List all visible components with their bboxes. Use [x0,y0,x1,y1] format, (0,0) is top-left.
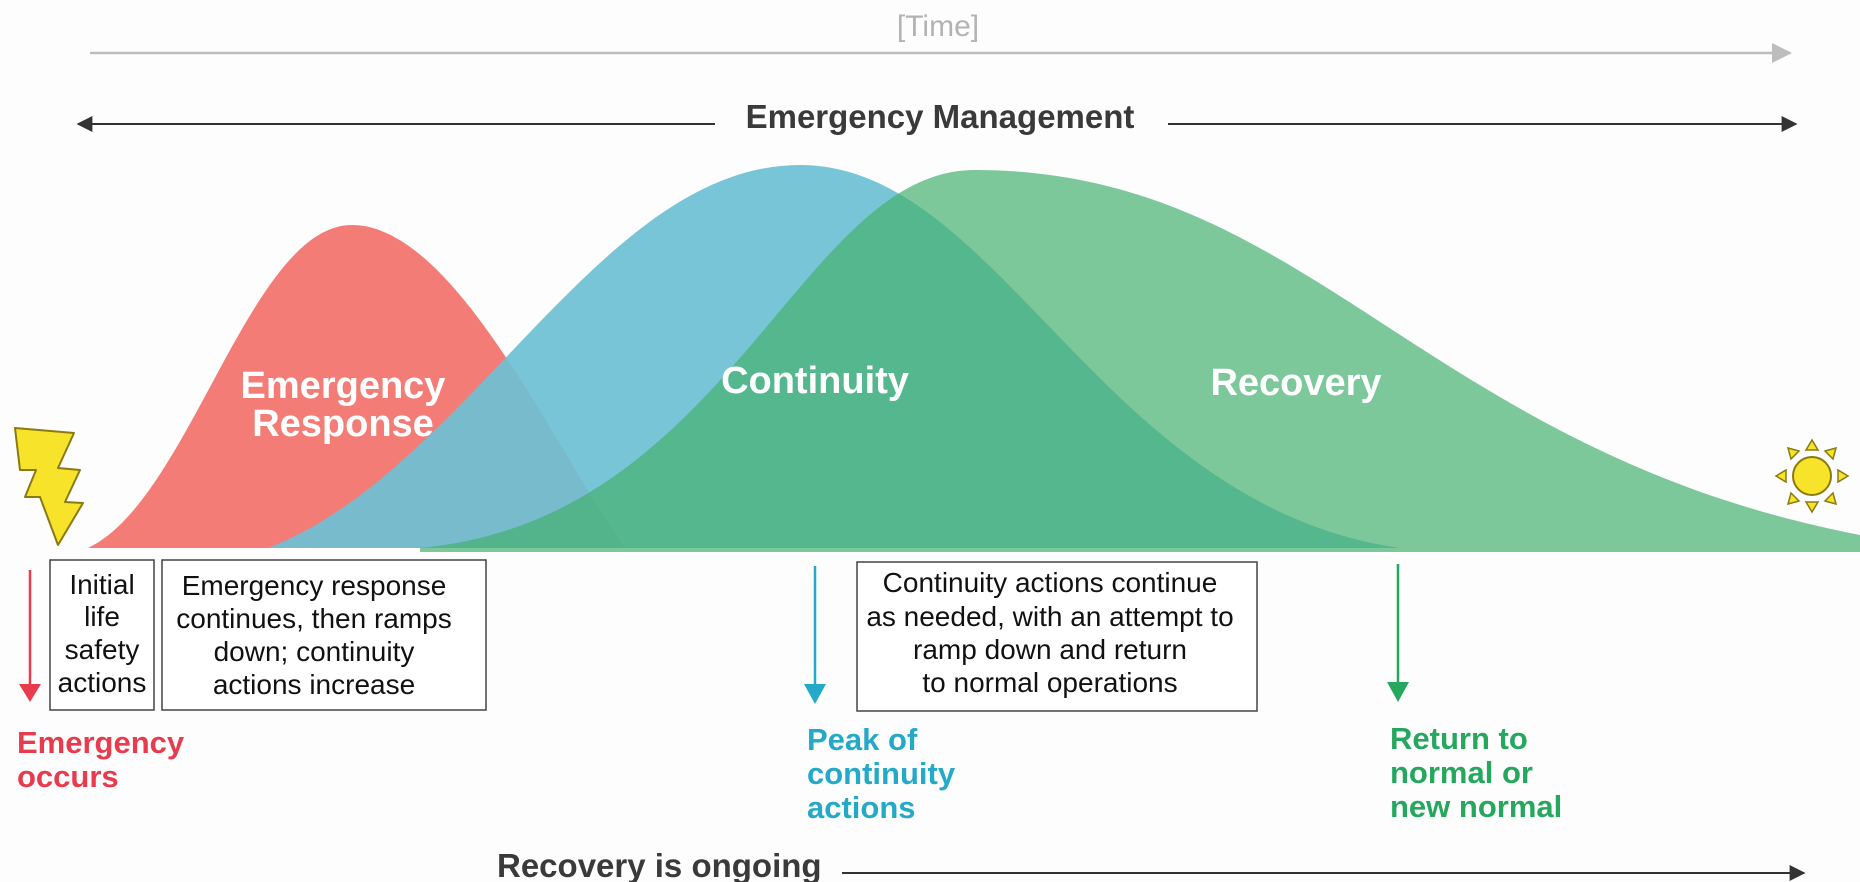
note-box-initial [49,559,155,711]
phase-label-emergency-response-1: Emergency [241,365,446,407]
milestone-peak-line-1: Peak of [807,722,918,757]
phase-label-emergency-response-2: Response [252,403,434,445]
management-label: Emergency Management [746,98,1135,135]
milestone-return-line-3: new normal [1390,789,1562,824]
milestone-return-line-2: normal or [1390,755,1533,790]
milestone-peak-line-3: actions [807,790,916,825]
lightning-bolt-icon [14,427,84,546]
note-initial-line-2: life [84,601,120,632]
note-initial-line-4: actions [58,667,147,698]
recovery-curve [420,170,1860,552]
emergency-occurs-arrow [19,570,41,702]
milestone-peak-line-2: continuity [807,756,956,791]
note-initial-line-1: Initial [69,569,134,600]
note-response-line-3: down; continuity [214,636,415,667]
note-continuity-line-2: as needed, with an attempt to [866,601,1233,632]
note-continuity-line-4: to normal operations [922,667,1177,698]
time-label: [Time] [897,10,979,43]
peak-arrow [804,566,826,704]
note-continuity-line-3: ramp down and return [913,634,1187,665]
phase-label-recovery: Recovery [1210,362,1381,404]
milestone-emergency-line-1: Emergency [17,725,185,760]
recovery-ongoing-label: Recovery is ongoing [497,847,822,882]
note-box-response [161,559,487,711]
note-response-line-2: continues, then ramps [176,603,452,634]
note-response-line-4: actions increase [213,669,415,700]
return-arrow [1387,564,1409,702]
note-response-line-1: Emergency response [182,570,447,601]
note-box-continuity [856,561,1258,712]
milestone-emergency-line-2: occurs [17,759,119,794]
sun-icon [1774,438,1850,514]
milestone-return-line-1: Return to [1390,721,1528,756]
note-continuity-line-1: Continuity actions continue [883,567,1218,598]
note-initial-line-3: safety [65,634,140,665]
phase-label-continuity: Continuity [721,360,909,402]
